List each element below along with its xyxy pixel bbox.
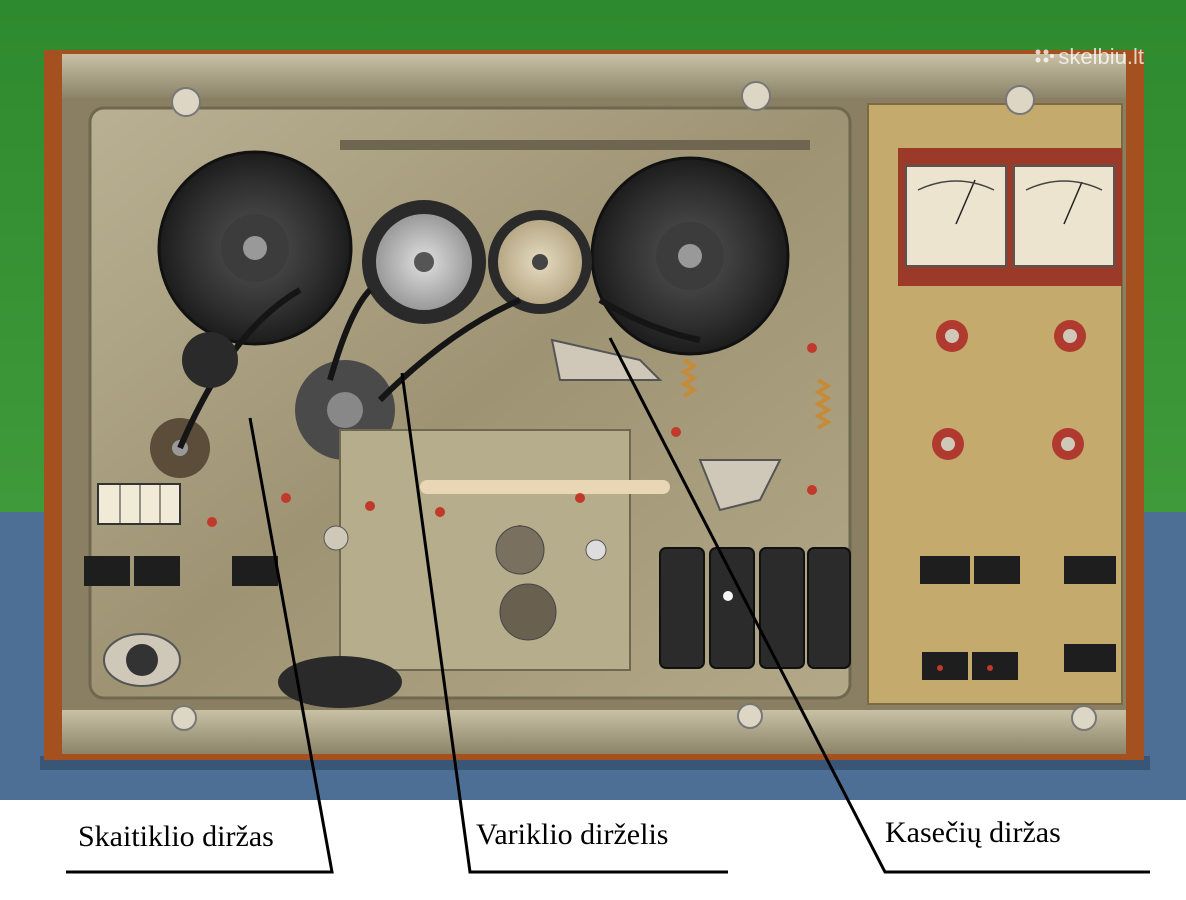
silver-pulley [362, 200, 486, 324]
watermark-text: skelbiu.lt [1058, 44, 1144, 69]
watermark: skelbiu.lt [1034, 44, 1144, 70]
cream-pulley [488, 210, 592, 314]
tape-counter-drum [97, 483, 181, 525]
wire-harness [420, 480, 670, 494]
top-rail [62, 54, 1126, 98]
left-reel [157, 150, 353, 346]
tape-recorder-photo [0, 0, 1186, 800]
din-socket [103, 633, 181, 687]
speaker-opening [278, 656, 402, 708]
vu-needle-left [955, 179, 976, 225]
label-counter-belt: Skaitiklio diržas [78, 820, 274, 853]
vu-scale-right [1025, 180, 1103, 191]
right-reel [590, 156, 790, 356]
transport-keys [659, 547, 851, 669]
vu-scale-left [917, 180, 995, 191]
vu-needle-right [1063, 181, 1083, 225]
top-guide-arm [340, 140, 810, 150]
label-motor-belt: Variklio dirželis [476, 818, 669, 851]
vu-meter-right [1013, 165, 1115, 267]
watermark-dots-icon [1035, 49, 1055, 63]
label-cassette-belt: Kasečių diržas [885, 816, 1061, 849]
hole-left [182, 332, 238, 388]
bottom-rail [62, 710, 1126, 754]
vu-meter-left [905, 165, 1007, 267]
